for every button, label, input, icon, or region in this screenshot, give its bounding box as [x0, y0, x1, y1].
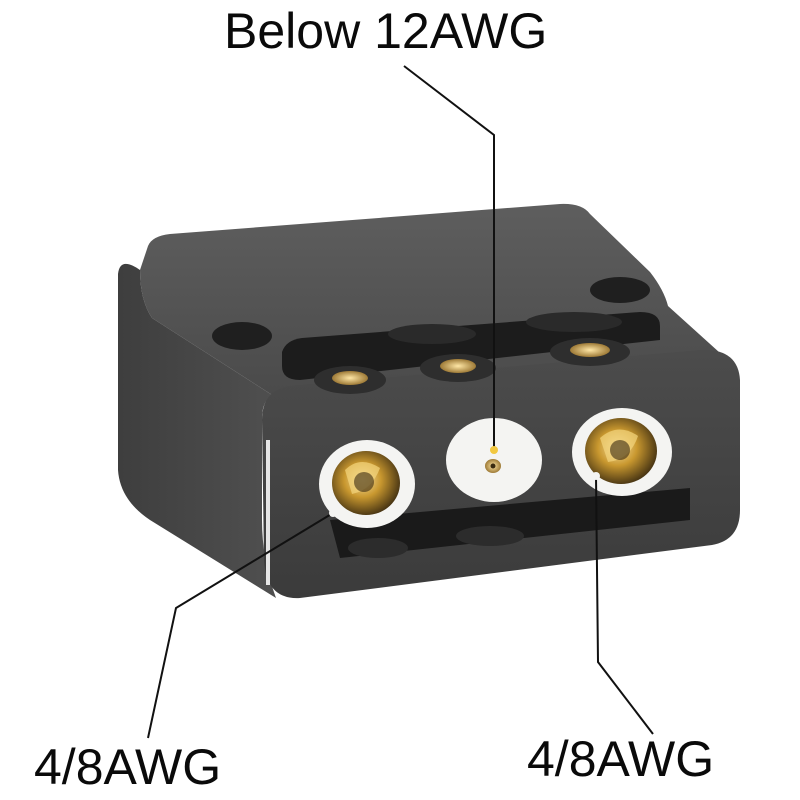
terminal-left [319, 440, 415, 528]
label-below-12awg: Below 12AWG [224, 3, 548, 59]
label-right-terminal: 4/8AWG [527, 731, 715, 787]
housing-left-face [118, 263, 280, 598]
mounting-hole-left [212, 322, 272, 350]
pointer-dot-right [592, 472, 600, 480]
mounting-hole-right [590, 277, 650, 303]
terminal-right [572, 408, 672, 496]
terminal-center [446, 418, 542, 502]
label-left-terminal: 4/8AWG [34, 739, 222, 795]
set-screws-top [314, 312, 630, 394]
leader-line-top [403, 65, 495, 448]
pointer-dot-top [490, 446, 498, 454]
leader-line-left [147, 512, 334, 739]
pointer-dot-left [329, 509, 337, 517]
leader-lines [147, 65, 654, 739]
front-slot [330, 488, 690, 558]
leader-line-right [595, 475, 654, 735]
